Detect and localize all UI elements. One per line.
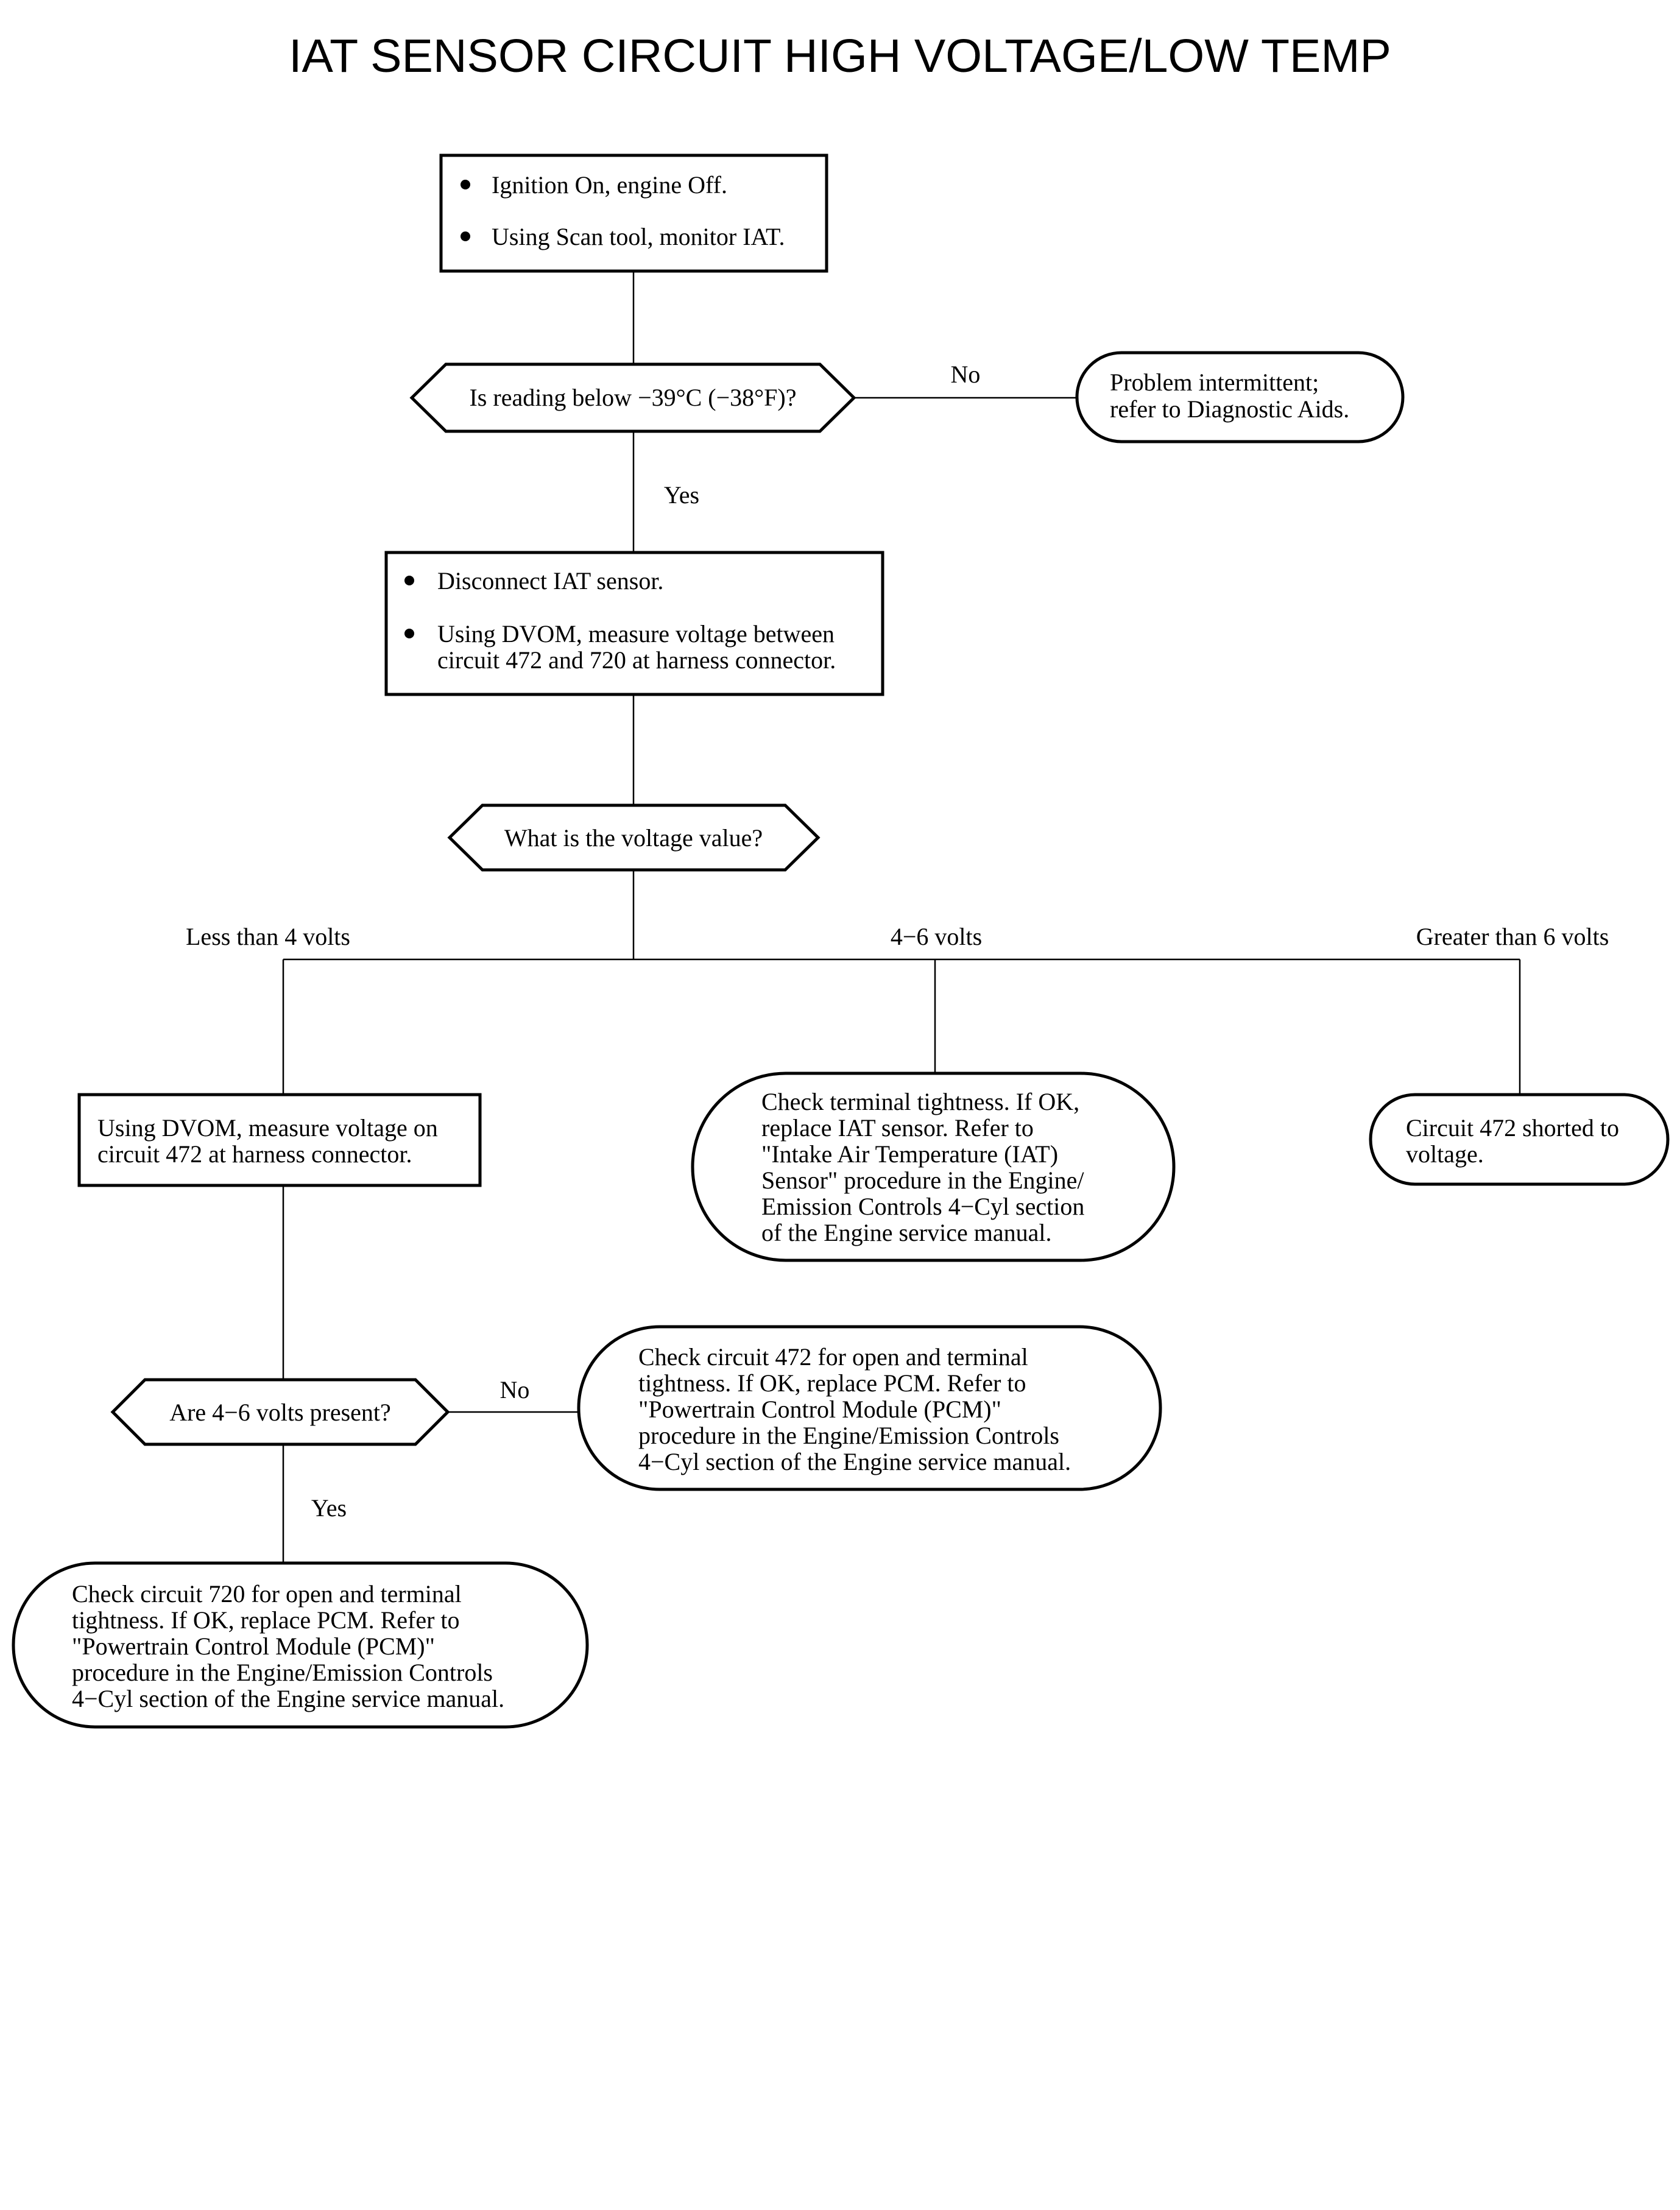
outcome-intermittent: Problem intermittent; refer to Diagnosti… <box>1075 351 1405 443</box>
outcome-check-720-line3: "Powertrain Control Module (PCM)" <box>72 1633 435 1660</box>
bullet-icon <box>461 180 470 189</box>
branch-high-label: Greater than 6 volts <box>1416 923 1609 950</box>
decision1-yes-label: Yes <box>664 481 699 509</box>
outcome-replace-sensor: Check terminal tightness. If OK, replace… <box>691 1071 1176 1262</box>
outcome-check-720: Check circuit 720 for open and terminal … <box>12 1561 589 1729</box>
step2-bullet2-line2: circuit 472 and 720 at harness connector… <box>437 646 836 674</box>
decision2-diamond <box>447 803 821 872</box>
outcome-intermittent-line1: Problem intermittent; <box>1110 369 1319 396</box>
outcome-check-720-frame <box>12 1561 589 1729</box>
step1-frame <box>439 154 828 273</box>
decision1-question: Is reading below −39°C (−38°F)? <box>469 384 796 411</box>
step3-frame <box>77 1093 482 1187</box>
outcome-check-472-frame <box>577 1325 1162 1491</box>
outcome-shorted-frame <box>1369 1093 1670 1186</box>
decision3: Are 4−6 volts present? No Yes <box>110 1376 530 1522</box>
decision2: What is the voltage value? Less than 4 v… <box>186 803 1609 950</box>
decision3-no-label: No <box>500 1376 530 1403</box>
outcome-intermittent-line2: refer to Diagnostic Aids. <box>1110 395 1349 423</box>
outcome-check-472-line2: tightness. If OK, replace PCM. Refer to <box>638 1369 1026 1397</box>
step3-line2: circuit 472 at harness connector. <box>97 1140 412 1168</box>
bullet-icon <box>404 576 414 585</box>
outcome-replace-sensor-line2: replace IAT sensor. Refer to <box>761 1114 1034 1142</box>
outcome-check-472-line5: 4−Cyl section of the Engine service manu… <box>638 1448 1071 1475</box>
outcome-shorted-line1: Circuit 472 shorted to <box>1406 1114 1619 1142</box>
step1-bullet2: Using Scan tool, monitor IAT. <box>492 223 785 250</box>
outcome-check-720-line4: procedure in the Engine/Emission Control… <box>72 1659 493 1686</box>
step2-frame <box>384 551 884 696</box>
decision3-question: Are 4−6 volts present? <box>169 1399 391 1426</box>
outcome-check-472-line3: "Powertrain Control Module (PCM)" <box>638 1396 1001 1423</box>
outcome-check-472-line1: Check circuit 472 for open and terminal <box>638 1343 1028 1371</box>
outcome-check-472: Check circuit 472 for open and terminal … <box>577 1325 1162 1491</box>
outcome-replace-sensor-line1: Check terminal tightness. If OK, <box>761 1088 1079 1115</box>
decision1: Is reading below −39°C (−38°F)? No Yes <box>409 361 981 509</box>
connectors <box>282 271 1521 1563</box>
step3-box: Using DVOM, measure voltage on circuit 4… <box>77 1093 482 1187</box>
branch-mid-label: 4−6 volts <box>891 923 982 950</box>
outcome-intermittent-frame <box>1075 351 1405 443</box>
decision3-yes-label: Yes <box>311 1494 347 1522</box>
step2-bullet1: Disconnect IAT sensor. <box>437 567 663 595</box>
decision2-question: What is the voltage value? <box>504 824 763 852</box>
step1-box: Ignition On, engine Off. Using Scan tool… <box>439 154 828 273</box>
outcome-replace-sensor-line3: "Intake Air Temperature (IAT) <box>761 1140 1058 1168</box>
step1-bullet1: Ignition On, engine Off. <box>492 171 727 199</box>
outcome-shorted: Circuit 472 shorted to voltage. <box>1369 1093 1670 1186</box>
page-title: IAT SENSOR CIRCUIT HIGH VOLTAGE/LOW TEMP <box>289 30 1391 82</box>
bullet-icon <box>404 629 414 638</box>
decision1-diamond <box>409 362 856 433</box>
outcome-replace-sensor-frame <box>691 1071 1176 1262</box>
outcome-replace-sensor-line4: Sensor" procedure in the Engine/ <box>761 1167 1084 1194</box>
outcome-replace-sensor-line6: of the Engine service manual. <box>761 1219 1051 1246</box>
branch-low-label: Less than 4 volts <box>186 923 350 950</box>
outcome-check-720-line5: 4−Cyl section of the Engine service manu… <box>72 1685 504 1712</box>
decision3-diamond <box>110 1378 450 1446</box>
outcome-replace-sensor-line5: Emission Controls 4−Cyl section <box>761 1193 1084 1220</box>
outcome-shorted-line2: voltage. <box>1406 1140 1484 1168</box>
step3-line1: Using DVOM, measure voltage on <box>97 1114 438 1142</box>
outcome-check-720-line1: Check circuit 720 for open and terminal <box>72 1580 462 1608</box>
step2-bullet2-line1: Using DVOM, measure voltage between <box>437 620 835 648</box>
bullet-icon <box>461 231 470 241</box>
step2-box: Disconnect IAT sensor. Using DVOM, measu… <box>384 551 884 696</box>
outcome-check-720-line2: tightness. If OK, replace PCM. Refer to <box>72 1606 460 1634</box>
outcome-check-472-line4: procedure in the Engine/Emission Control… <box>638 1422 1059 1449</box>
decision1-no-label: No <box>951 361 981 388</box>
